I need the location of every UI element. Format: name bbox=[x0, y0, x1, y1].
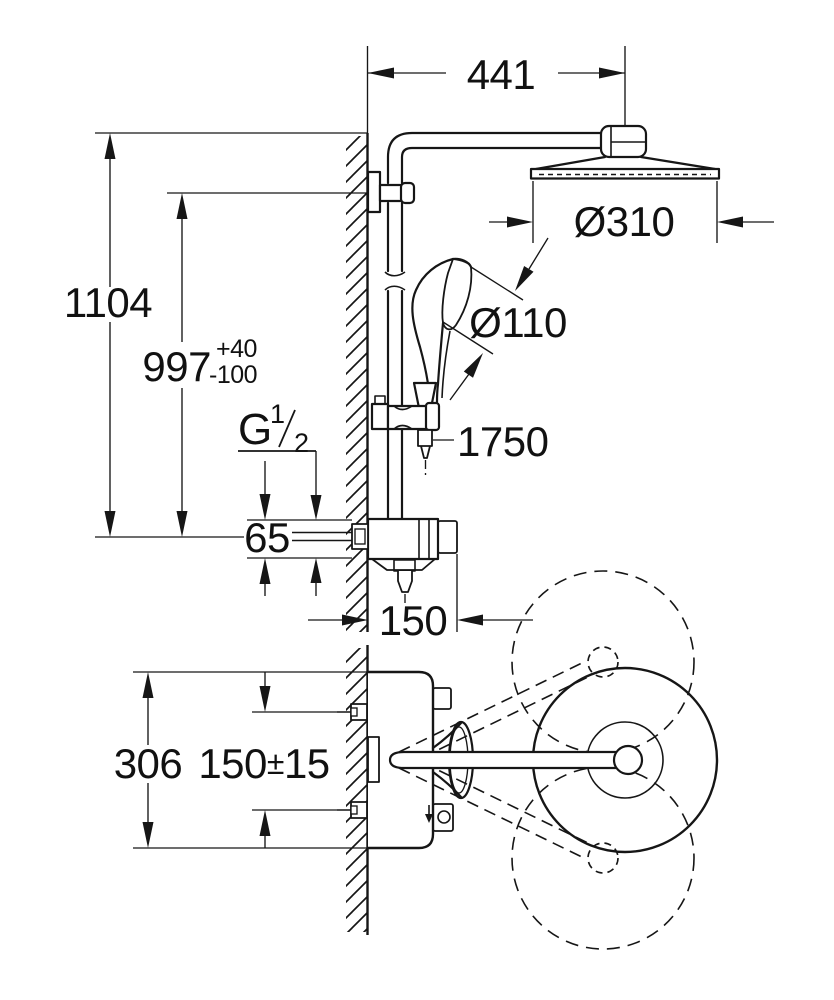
dim-310-label: Ø310 bbox=[574, 198, 675, 245]
s-union-top bbox=[337, 703, 368, 721]
dim-1104-label: 1104 bbox=[64, 279, 152, 326]
dim-150-front: 150 bbox=[308, 554, 533, 644]
valve-knob-top-2 bbox=[432, 803, 454, 832]
dim-150-label: 150 bbox=[379, 597, 448, 644]
index-mark-arrow bbox=[425, 814, 433, 823]
s-union-bottom bbox=[337, 801, 368, 819]
slider-holder bbox=[370, 395, 441, 476]
swivel-position-up bbox=[511, 570, 695, 754]
arm-tube-top bbox=[388, 750, 618, 770]
inlet-fitting bbox=[351, 523, 369, 550]
dim-1750: 1750 bbox=[433, 418, 549, 465]
thermostat-valve-front bbox=[292, 517, 458, 604]
knob-button bbox=[437, 810, 451, 824]
dim-997-label: 997 bbox=[142, 343, 211, 390]
valve-body bbox=[366, 517, 440, 561]
pipe-break-symbol bbox=[384, 271, 406, 291]
arm-wall-flange bbox=[367, 736, 380, 783]
inlet-nipple bbox=[292, 531, 352, 542]
top-view: 306 150±15 bbox=[114, 570, 719, 950]
outlet-spout bbox=[397, 571, 413, 593]
dim-150pm15-tol: 15 bbox=[284, 740, 330, 787]
head-shower bbox=[529, 124, 721, 180]
dim-150pm15-label: 150±15 bbox=[198, 740, 329, 787]
swivel-arm-dashed bbox=[398, 660, 593, 860]
head-cone bbox=[534, 155, 717, 171]
hand-shower-spray-face bbox=[441, 258, 473, 331]
dim-310: Ø310 bbox=[489, 181, 774, 245]
dim-150pm15-base: 150 bbox=[198, 740, 267, 787]
hand-shower-outline bbox=[411, 257, 455, 404]
valve-knob-top-1 bbox=[432, 687, 452, 710]
dim-997: 997 +40 -100 bbox=[95, 192, 367, 538]
dim-306: 306 bbox=[114, 672, 183, 848]
valve-underside bbox=[371, 558, 436, 571]
ball-joint bbox=[612, 744, 644, 776]
dim-997-tol-plus: +40 bbox=[216, 335, 257, 363]
shower-rail-and-arm bbox=[366, 131, 603, 521]
dim-150pm15-pm: ± bbox=[267, 745, 284, 781]
wall-bracket bbox=[366, 170, 416, 214]
extension-lines-top bbox=[133, 671, 367, 849]
thread-letter: G bbox=[238, 405, 272, 454]
dim-306-label: 306 bbox=[114, 740, 183, 787]
dim-150pm15: 150±15 bbox=[198, 672, 330, 848]
hose-connector bbox=[417, 429, 433, 447]
shower-arm-top-view bbox=[367, 720, 644, 800]
dim-110: Ø110 bbox=[442, 237, 567, 401]
dim-1104: 1104 bbox=[64, 132, 367, 537]
dim-110-label: Ø110 bbox=[469, 299, 567, 346]
dim-65: 65 bbox=[244, 461, 352, 596]
fraction-slash bbox=[278, 409, 296, 448]
hand-shower bbox=[411, 257, 473, 410]
thread-denominator: 2 bbox=[294, 428, 309, 458]
dim-65-label: 65 bbox=[244, 514, 290, 561]
callout-g-half: G 1 2 bbox=[238, 399, 322, 596]
dim-997-tol-minus: -100 bbox=[209, 361, 257, 389]
dim-441: 441 bbox=[368, 46, 626, 126]
wall-hatching bbox=[346, 136, 367, 632]
wall-top bbox=[346, 645, 369, 935]
dim-441-label: 441 bbox=[467, 51, 536, 98]
dim-1750-label: 1750 bbox=[457, 418, 548, 465]
thread-numerator: 1 bbox=[270, 399, 285, 429]
rail-pipe bbox=[386, 131, 603, 521]
valve-knob-knurled bbox=[437, 520, 458, 554]
front-view: 441 Ø310 Ø110 1750 1104 bbox=[64, 46, 774, 644]
wall-hatching-top bbox=[346, 648, 367, 932]
